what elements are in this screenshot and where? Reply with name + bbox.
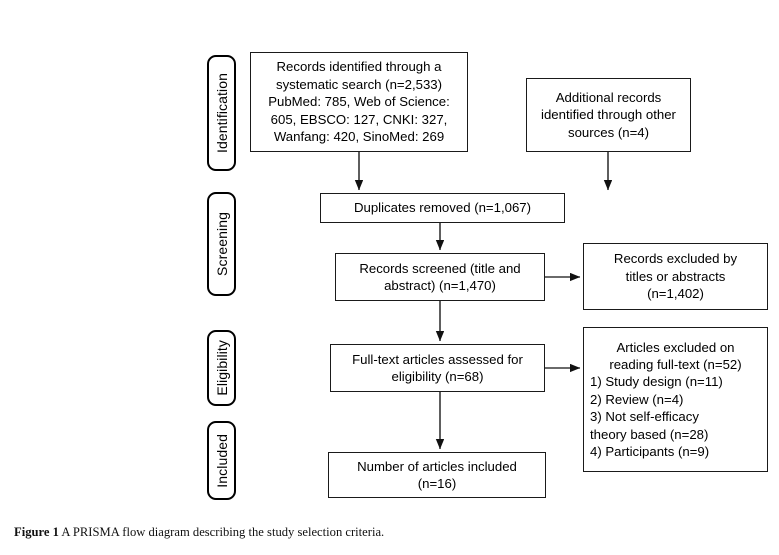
stage-label-eligibility: Eligibility <box>213 340 230 396</box>
box-articles-included: Number of articles included (n=16) <box>328 452 546 498</box>
box-line: 3) Not self-efficacy <box>590 409 699 425</box>
box-line: eligibility (n=68) <box>391 369 484 384</box>
box-line: Records identified through a <box>276 59 442 75</box>
stage-pill-eligibility: Eligibility <box>207 330 236 406</box>
box-duplicates-removed: Duplicates removed (n=1,067) <box>320 193 565 223</box>
stage-label-included: Included <box>213 433 230 488</box>
box-records-identified: Records identified through a systematic … <box>250 52 468 152</box>
figure-caption-label: Figure 1 <box>14 525 59 539</box>
box-line: 4) Participants (n=9) <box>590 444 710 460</box>
stage-pill-identification: Identification <box>207 55 236 171</box>
box-line: PubMed: 785, Web of Science: <box>268 94 450 110</box>
box-line: Articles excluded on <box>616 339 735 355</box>
box-line: systematic search (n=2,533) <box>275 76 443 92</box>
box-line: titles or abstracts <box>625 268 726 284</box>
box-records-screened: Records screened (title and abstract) (n… <box>335 253 545 301</box>
box-line: Records screened (title and <box>359 260 521 276</box>
box-line: Wanfang: 420, SinoMed: 269 <box>273 129 445 145</box>
box-line: 605, EBSCO: 127, CNKI: 327, <box>270 111 448 127</box>
stage-label-identification: Identification <box>213 72 230 153</box>
box-line: identified through other <box>541 107 676 123</box>
box-line: reading full-text (n=52) <box>609 356 742 372</box>
stage-pill-screening: Screening <box>207 192 236 296</box>
stage-label-screening: Screening <box>213 212 230 276</box>
figure-caption: Figure 1 A PRISMA flow diagram describin… <box>14 525 764 541</box>
box-additional-records: Additional records identified through ot… <box>526 78 691 152</box>
box-articles-excluded: Articles excluded on reading full-text (… <box>583 327 768 472</box>
box-line: (n=1,402) <box>647 286 704 302</box>
box-line: abstract) (n=1,470) <box>384 278 496 293</box>
figure-caption-text: A PRISMA flow diagram describing the stu… <box>61 525 385 539</box>
box-line: Number of articles included <box>357 458 517 474</box>
box-line: theory based (n=28) <box>590 426 709 442</box>
box-line: Full-text articles assessed for <box>352 351 523 367</box>
box-line: Duplicates removed (n=1,067) <box>353 200 532 216</box>
box-line: sources (n=4) <box>568 124 649 140</box>
box-line: Additional records <box>555 89 662 105</box>
box-line: Records excluded by <box>613 251 738 267</box>
box-line: 2) Review (n=4) <box>590 391 684 407</box>
box-records-excluded: Records excluded by titles or abstracts … <box>583 243 768 310</box>
box-line: (n=16) <box>417 476 457 491</box>
stage-pill-included: Included <box>207 421 236 500</box>
box-line: 1) Study design (n=11) <box>590 374 723 390</box>
box-fulltext-assessed: Full-text articles assessed for eligibil… <box>330 344 545 392</box>
